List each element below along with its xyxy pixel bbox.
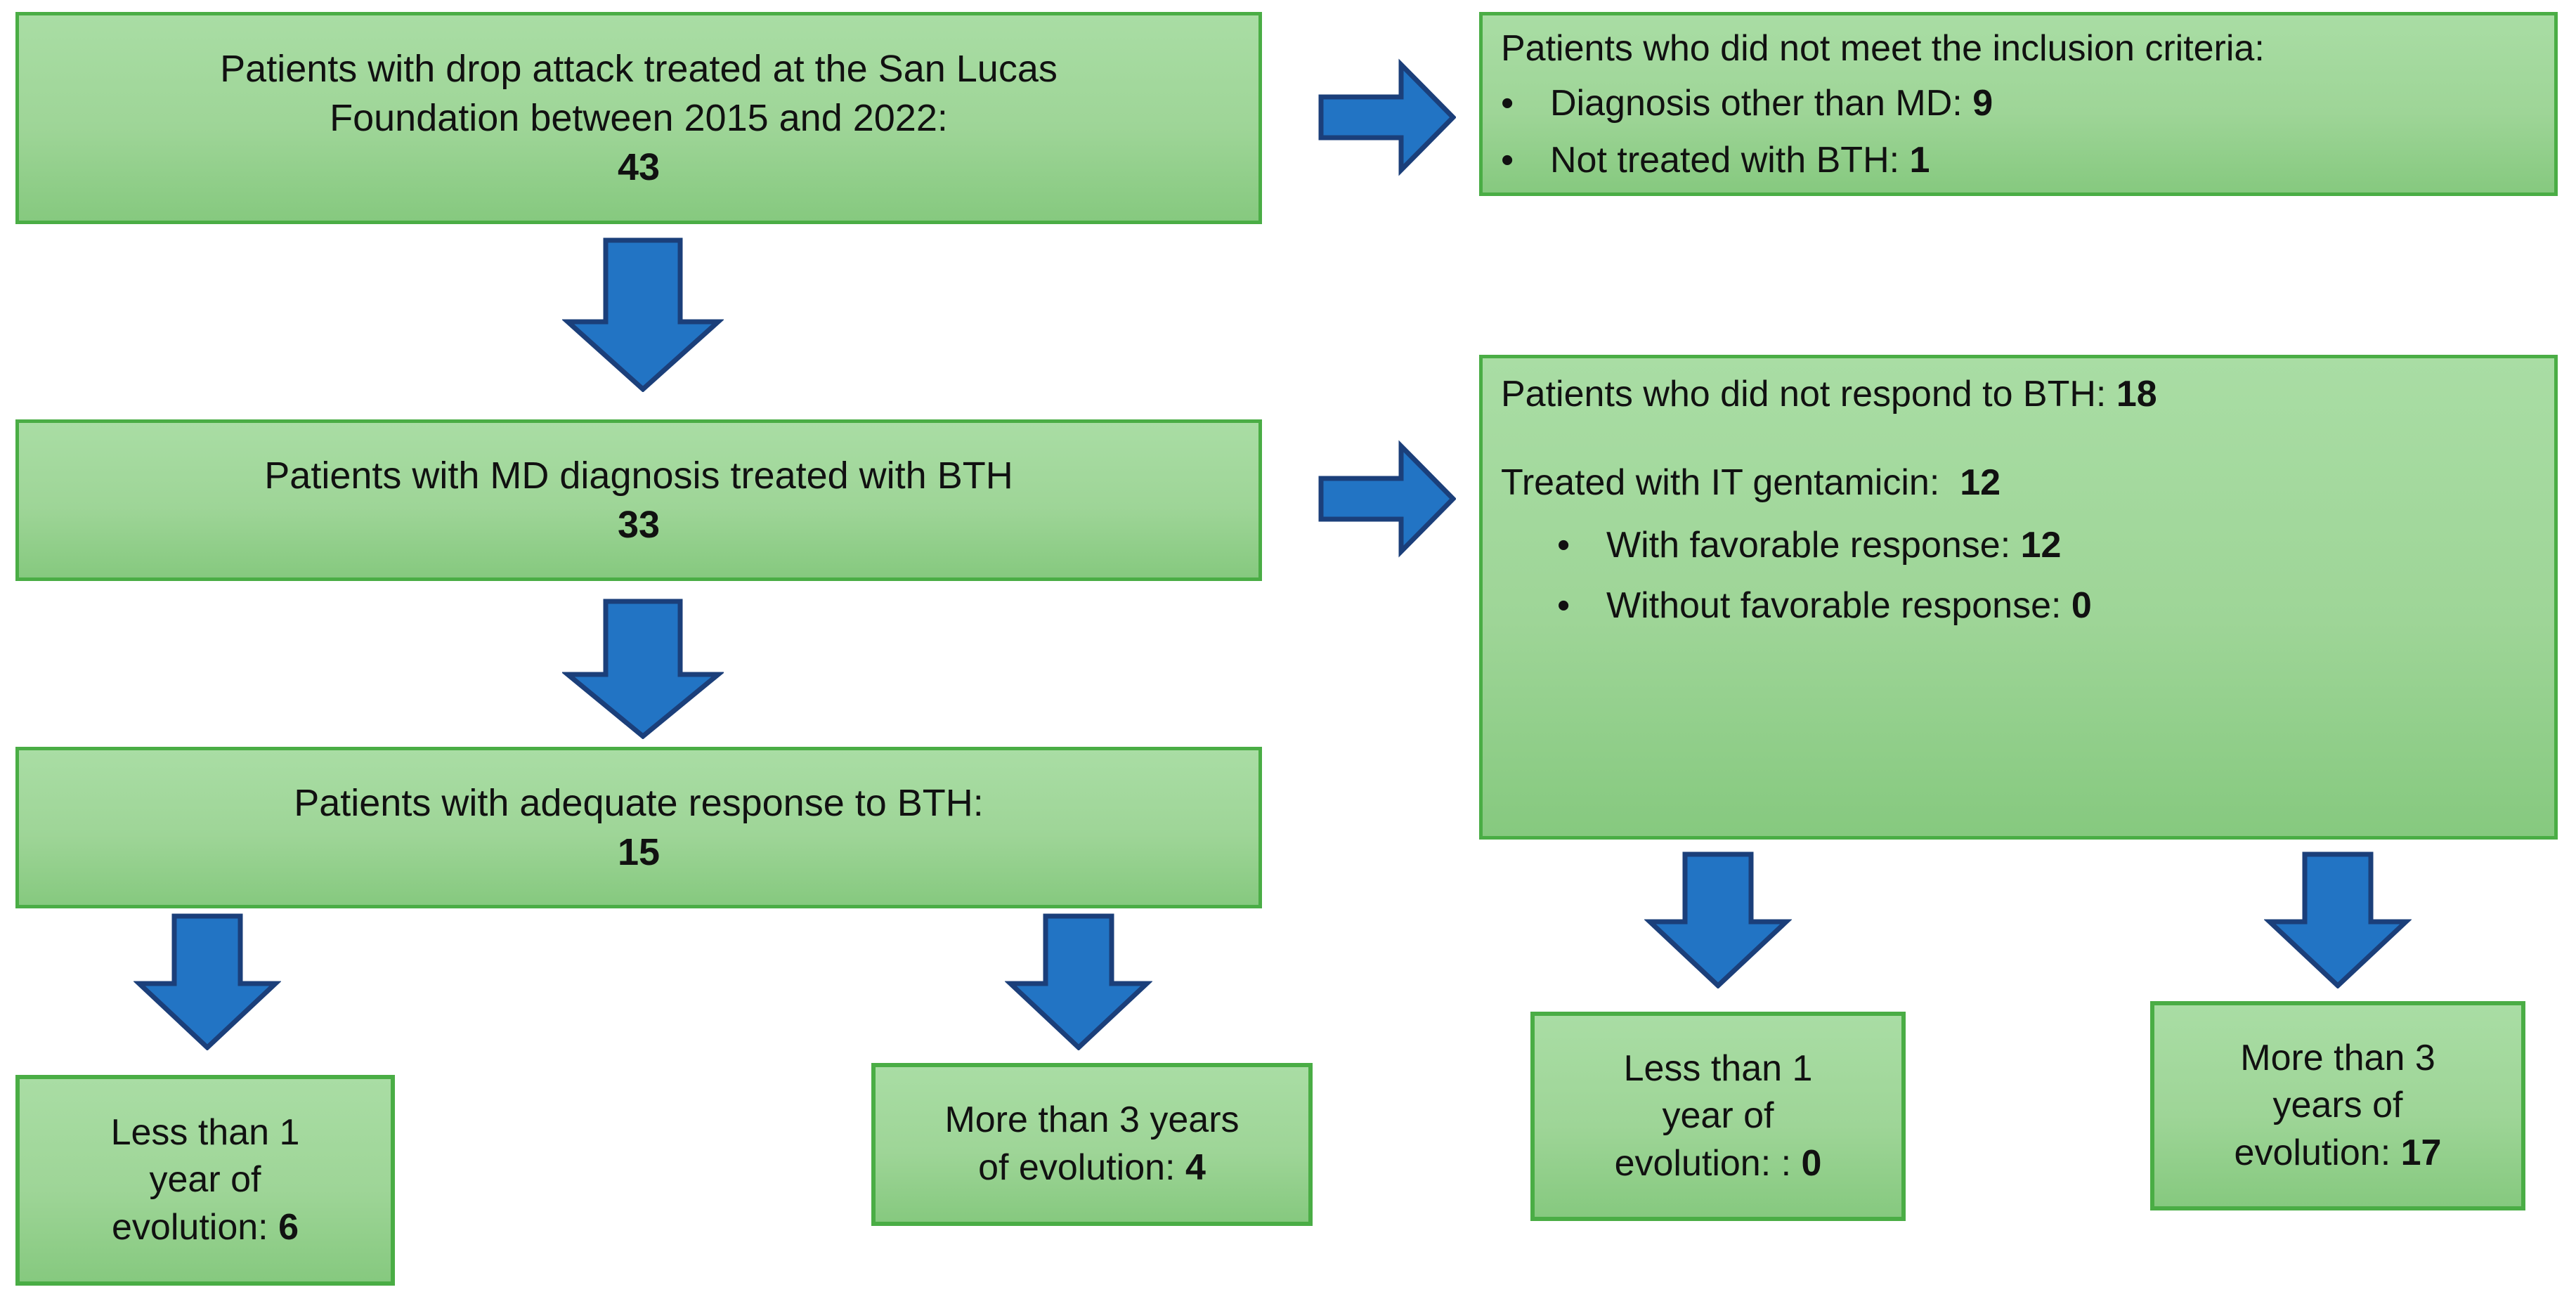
arrow-screened-to-excluded xyxy=(1318,58,1456,177)
gent-more3-line3: evolution: 17 xyxy=(2234,1132,2442,1173)
arrow-nonresponders-to-more3 xyxy=(2264,851,2412,988)
resp-less1-line3: evolution: 6 xyxy=(112,1206,299,1248)
bullet-icon: • xyxy=(1501,82,1514,124)
nonresponders-bullet-1: • With favorable response: 12 xyxy=(1501,522,2536,570)
node-responders-less-than-1-year: Less than 1 year of evolution: 6 xyxy=(15,1075,395,1286)
resp-less1-line2: year of xyxy=(149,1159,261,1201)
nonresponders-bullet-1-text: With favorable response: 12 xyxy=(1606,525,2062,566)
resp-more3-line1: More than 3 years xyxy=(944,1099,1240,1141)
screened-line1: Patients with drop attack treated at the… xyxy=(220,47,1058,90)
arrow-responders-to-less1 xyxy=(134,913,281,1050)
node-gentamicin-more-than-3-years: More than 3 years of evolution: 17 xyxy=(2150,1001,2525,1210)
responders-count: 15 xyxy=(617,831,661,873)
arrow-nonresponders-to-less1 xyxy=(1644,851,1792,988)
node-excluded: Patients who did not meet the inclusion … xyxy=(1479,12,2558,196)
nonresponders-heading: Patients who did not respond to BTH: 18 xyxy=(1501,374,2157,414)
excluded-bullet-1-text: Diagnosis other than MD: 9 xyxy=(1550,82,1993,124)
node-screened: Patients with drop attack treated at the… xyxy=(15,12,1262,224)
bullet-icon: • xyxy=(1557,585,1570,626)
gent-more3-line2: years of xyxy=(2272,1085,2403,1126)
excluded-bullet-2-text: Not treated with BTH: 1 xyxy=(1550,140,1930,181)
screened-line2: Foundation between 2015 and 2022: xyxy=(330,96,948,139)
excluded-bullet-1: • Diagnosis other than MD: 9 xyxy=(1501,80,2536,128)
excluded-bullet-2: • Not treated with BTH: 1 xyxy=(1501,137,2536,185)
resp-more3-line2: of evolution: 4 xyxy=(978,1147,1206,1188)
arrow-included-to-responders xyxy=(562,599,724,739)
included-line1: Patients with MD diagnosis treated with … xyxy=(264,454,1013,497)
gent-more3-line1: More than 3 xyxy=(2240,1037,2435,1078)
bullet-icon: • xyxy=(1557,525,1570,566)
node-gentamicin-less-than-1-year: Less than 1 year of evolution: : 0 xyxy=(1530,1012,1906,1221)
arrow-responders-to-more3 xyxy=(1005,913,1152,1050)
responders-line1: Patients with adequate response to BTH: xyxy=(294,781,984,824)
gent-less1-line2: year of xyxy=(1662,1095,1774,1137)
node-included: Patients with MD diagnosis treated with … xyxy=(15,419,1262,581)
node-responders-more-than-3-years: More than 3 years of evolution: 4 xyxy=(871,1063,1313,1226)
nonresponders-gentamicin: Treated with IT gentamicin: 12 xyxy=(1501,462,2001,503)
nonresponders-bullet-2: • Without favorable response: 0 xyxy=(1501,582,2536,630)
nonresponders-spacer xyxy=(1501,419,2536,459)
arrow-included-to-nonresponders xyxy=(1318,439,1456,559)
nonresponders-bullet-2-text: Without favorable response: 0 xyxy=(1606,585,2092,626)
node-nonresponders: Patients who did not respond to BTH: 18 … xyxy=(1479,355,2558,840)
resp-less1-line1: Less than 1 xyxy=(110,1111,300,1153)
gent-less1-line3: evolution: : 0 xyxy=(1614,1142,1822,1184)
bullet-icon: • xyxy=(1501,140,1514,181)
arrow-screened-to-included xyxy=(562,237,724,392)
gent-less1-line1: Less than 1 xyxy=(1623,1047,1813,1089)
included-count: 33 xyxy=(617,504,661,546)
node-responders: Patients with adequate response to BTH: … xyxy=(15,747,1262,908)
screened-count: 43 xyxy=(617,146,661,189)
excluded-heading: Patients who did not meet the inclusion … xyxy=(1501,28,2265,69)
